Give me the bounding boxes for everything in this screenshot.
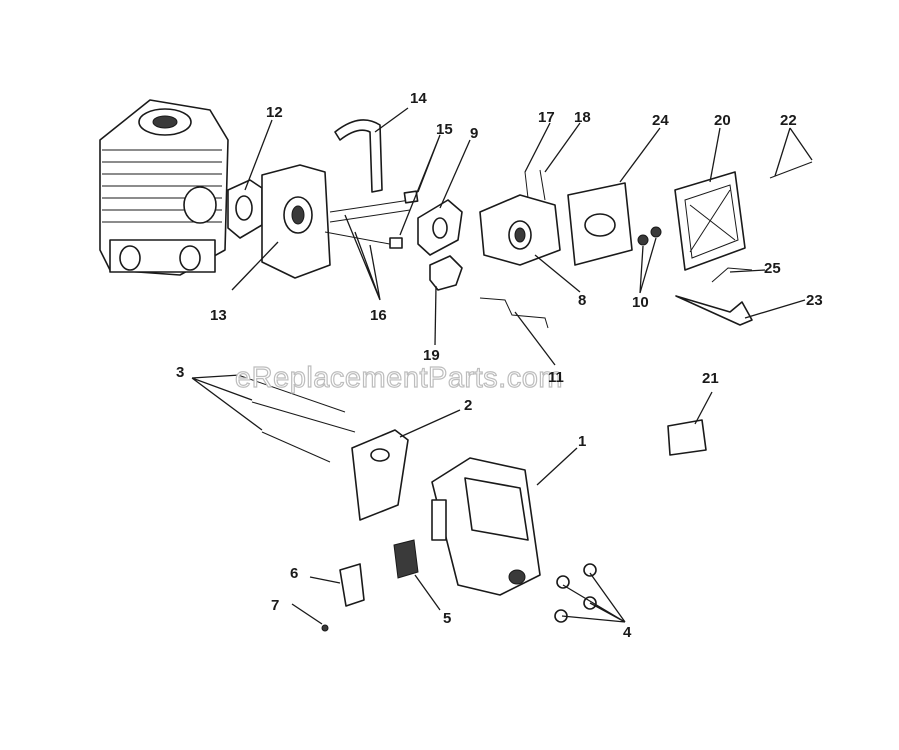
label-part-7: 7: [271, 597, 279, 614]
air-filter-base-24-drawing: [567, 182, 633, 266]
label-part-10: 10: [632, 294, 649, 311]
deflector-6-drawing: [339, 563, 365, 607]
label-part-3: 3: [176, 364, 184, 381]
label-part-15: 15: [436, 121, 453, 138]
label-part-22: 22: [780, 112, 797, 129]
label-part-13: 13: [210, 307, 227, 324]
cylinder-drawing: [99, 99, 229, 276]
watermark-text: eReplacementParts.com: [235, 362, 563, 394]
label-part-6: 6: [290, 565, 298, 582]
choke-19-drawing: [429, 255, 463, 291]
label-part-24: 24: [652, 112, 669, 129]
part-labels: 12 13 14 15 9 17 18 24 20 22 16 8 10 25 …: [176, 90, 823, 641]
air-filter-20-drawing: [674, 171, 746, 271]
muffler-1-drawing: [431, 457, 541, 596]
bolts-15-16-drawing: [324, 190, 419, 249]
nuts-4-drawing: [554, 563, 597, 623]
label-part-17: 17: [538, 109, 555, 126]
label-part-1: 1: [578, 433, 586, 450]
filter-block-21-drawing: [667, 419, 707, 456]
muffler-gasket-2-drawing: [351, 429, 409, 521]
label-part-20: 20: [714, 112, 731, 129]
studs-3-drawing: [237, 374, 356, 463]
label-part-2: 2: [464, 397, 472, 414]
label-part-11: 11: [548, 369, 564, 386]
throttle-rod-11-drawing: [479, 297, 549, 329]
nuts-10-drawing: [637, 226, 662, 246]
part-25-drawing: [711, 267, 753, 283]
label-part-19: 19: [423, 347, 440, 364]
label-part-18: 18: [574, 109, 591, 126]
carburetor-8-drawing: [479, 169, 561, 266]
screw-22-drawing: [769, 161, 813, 179]
spark-screen-5-drawing: [393, 539, 419, 579]
label-part-4: 4: [623, 624, 632, 641]
label-part-5: 5: [443, 610, 451, 627]
label-part-8: 8: [578, 292, 586, 309]
impulse-hose-14-drawing: [334, 119, 383, 193]
label-part-9: 9: [470, 125, 478, 142]
label-part-25: 25: [764, 260, 781, 277]
label-part-21: 21: [702, 370, 719, 387]
label-part-12: 12: [266, 104, 283, 121]
label-part-23: 23: [806, 292, 823, 309]
screw-7-drawing: [321, 624, 329, 632]
intake-manifold-13-drawing: [261, 164, 331, 279]
label-part-16: 16: [370, 307, 387, 324]
leader-lines: [191, 107, 813, 625]
gasket-9-drawing: [417, 199, 463, 256]
label-part-14: 14: [410, 90, 427, 107]
choke-lever-23-drawing: [675, 295, 753, 326]
